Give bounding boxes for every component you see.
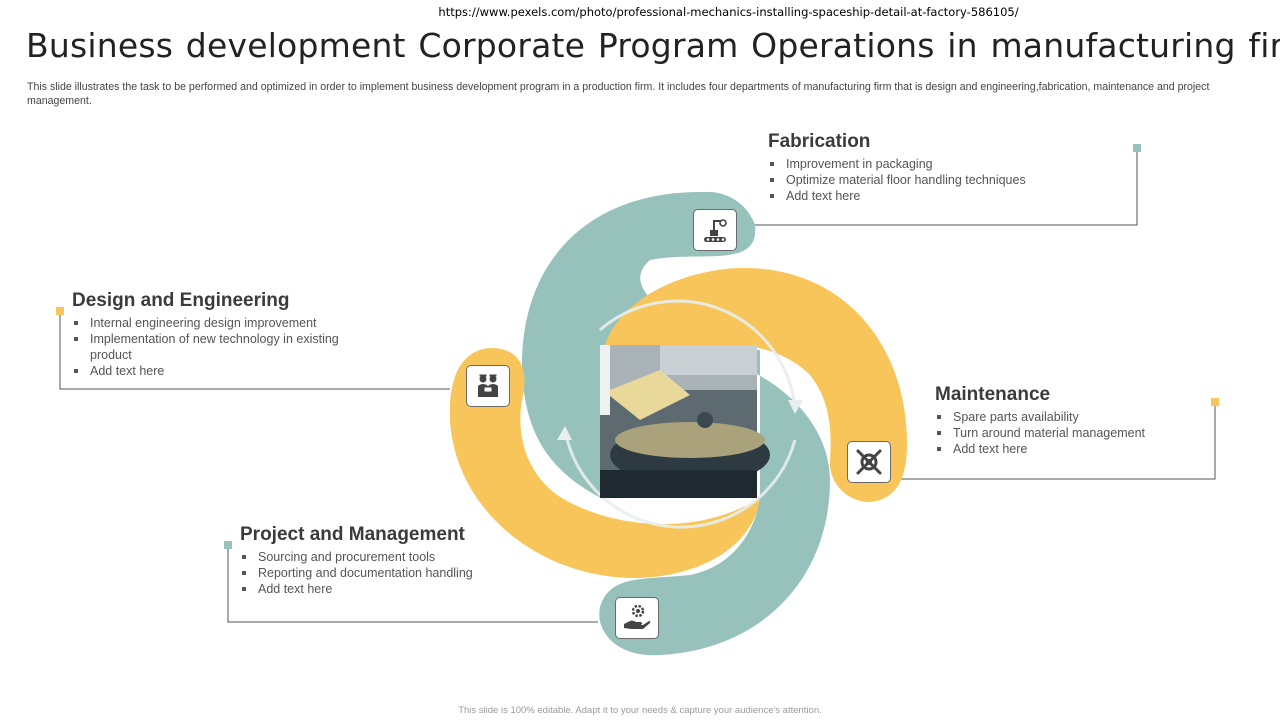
- maintenance-list: Spare parts availability Turn around mat…: [935, 409, 1205, 457]
- design-list: Internal engineering design improvement …: [72, 315, 372, 379]
- project-block: Project and Management Sourcing and proc…: [240, 524, 570, 597]
- crossed-tools-gear-icon: [847, 441, 891, 483]
- hand-gear-icon: [615, 597, 659, 639]
- connector-project: [227, 547, 598, 623]
- design-heading: Design and Engineering: [72, 290, 290, 311]
- fabrication-block: Fabrication Improvement in packaging Opt…: [768, 131, 1098, 204]
- list-item: Add text here: [72, 363, 372, 379]
- project-heading: Project and Management: [240, 524, 465, 545]
- list-item: Reporting and documentation handling: [240, 565, 570, 581]
- page-title: Business development Corporate Program O…: [26, 26, 1280, 65]
- list-item: Sourcing and procurement tools: [240, 549, 570, 565]
- connector-dot-maintenance: [1211, 398, 1219, 406]
- footer-note: This slide is 100% editable. Adapt it to…: [458, 705, 822, 716]
- inner-ring: [563, 299, 797, 529]
- page-subtitle: This slide illustrates the task to be pe…: [27, 81, 1210, 107]
- list-item: Optimize material floor handling techniq…: [768, 172, 1098, 188]
- list-item: Improvement in packaging: [768, 156, 1098, 172]
- teal-arc-top: [521, 191, 758, 500]
- ring-arrow-right: [788, 400, 803, 414]
- source-url: https://www.pexels.com/photo/professiona…: [438, 5, 1019, 19]
- list-item: Spare parts availability: [935, 409, 1205, 425]
- list-item: Add text here: [240, 581, 570, 597]
- robotic-arm-conveyor-icon: [693, 209, 737, 251]
- project-list: Sourcing and procurement tools Reporting…: [240, 549, 570, 597]
- design-block: Design and Engineering Internal engineer…: [72, 290, 372, 379]
- yellow-arc-right: [605, 267, 908, 502]
- connector-dot-fabrication: [1133, 144, 1141, 152]
- list-item: Implementation of new technology in exis…: [72, 331, 372, 363]
- list-item: Add text here: [768, 188, 1098, 204]
- connector-lines: [59, 150, 1216, 623]
- fabrication-heading: Fabrication: [768, 131, 871, 152]
- ring-arrow-left: [557, 426, 572, 440]
- list-item: Turn around material management: [935, 425, 1205, 441]
- connector-design: [59, 312, 450, 390]
- yellow-arc-left: [449, 348, 760, 579]
- fabrication-list: Improvement in packaging Optimize materi…: [768, 156, 1098, 204]
- engineers-icon: [466, 365, 510, 407]
- list-item: Add text here: [935, 441, 1205, 457]
- connector-fabrication: [740, 150, 1138, 226]
- center-photo: [600, 345, 770, 498]
- list-item: Internal engineering design improvement: [72, 315, 372, 331]
- maintenance-heading: Maintenance: [935, 384, 1051, 405]
- connector-maintenance: [900, 404, 1216, 480]
- maintenance-block: Maintenance Spare parts availability Tur…: [935, 384, 1205, 457]
- connector-dot-project: [224, 541, 232, 549]
- connector-dot-design: [56, 307, 64, 315]
- teal-arc-bottom: [599, 348, 830, 656]
